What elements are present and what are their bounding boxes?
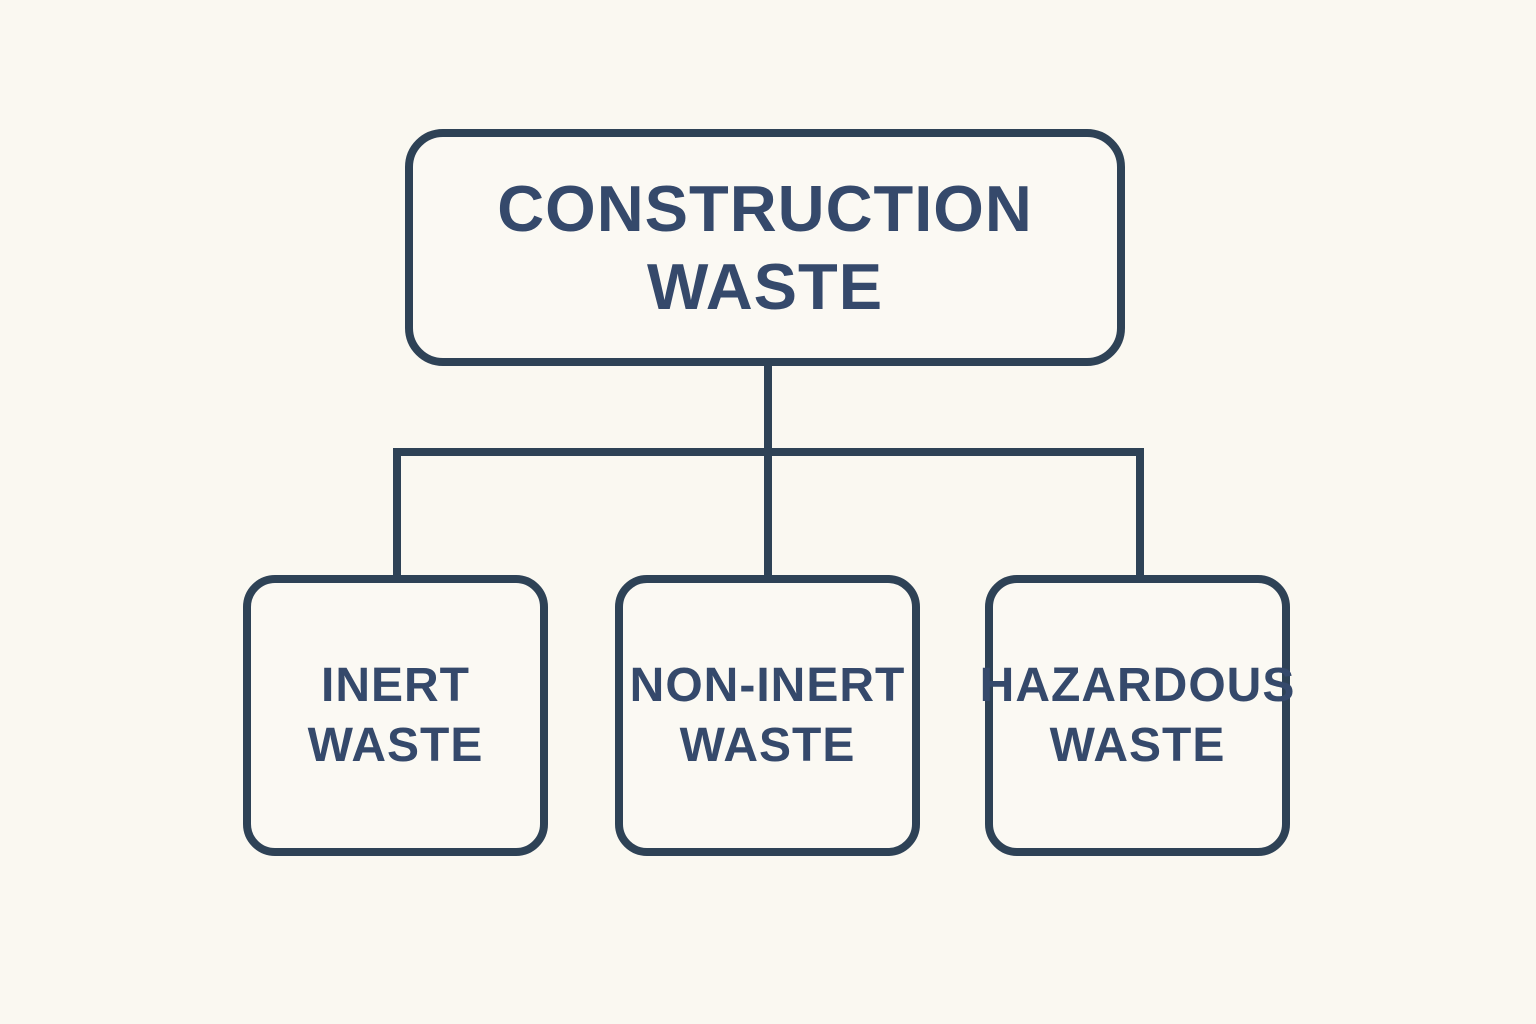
label-line-2: WASTE [646, 249, 884, 323]
connector-root-stem [764, 358, 772, 456]
node-non-inert-waste-label: NON-INERT WASTE [630, 656, 906, 776]
label-line-2: WASTE [1049, 718, 1226, 772]
connector-drop-inert [393, 448, 401, 579]
connector-drop-hazardous [1136, 448, 1144, 579]
label-line-2: WASTE [307, 718, 484, 772]
node-construction-waste-label: CONSTRUCTION WASTE [497, 170, 1033, 326]
label-line-1: CONSTRUCTION [497, 171, 1033, 245]
node-hazardous-waste-label: HAZARDOUS WASTE [980, 656, 1296, 776]
node-non-inert-waste: NON-INERT WASTE [615, 575, 920, 856]
node-inert-waste-label: INERT WASTE [308, 656, 484, 776]
connector-drop-non-inert [764, 448, 772, 579]
label-line-2: WASTE [679, 718, 856, 772]
label-line-1: INERT [320, 658, 470, 712]
node-inert-waste: INERT WASTE [243, 575, 548, 856]
node-construction-waste: CONSTRUCTION WASTE [405, 129, 1125, 366]
label-line-1: NON-INERT [629, 658, 906, 712]
node-hazardous-waste: HAZARDOUS WASTE [980, 575, 1294, 856]
label-line-1: HAZARDOUS [979, 658, 1296, 712]
